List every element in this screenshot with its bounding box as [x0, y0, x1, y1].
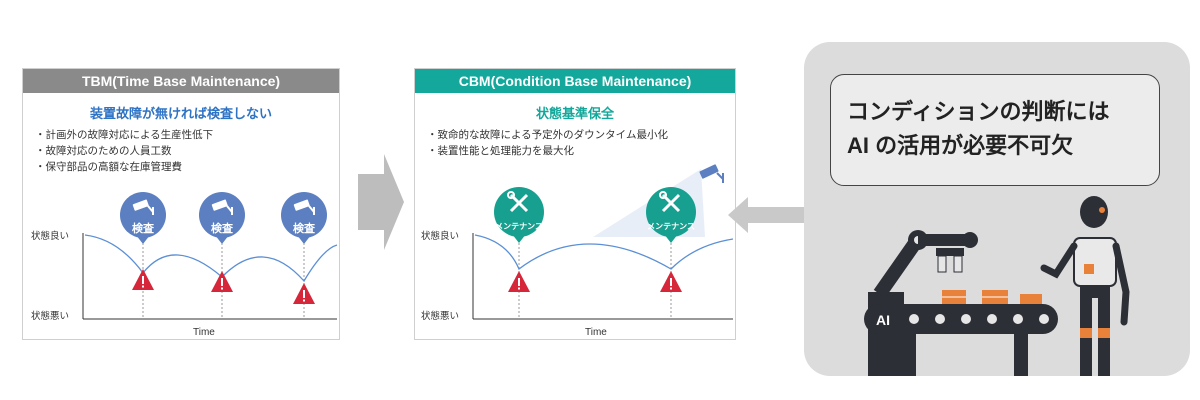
security-camera-icon: [293, 199, 315, 215]
inspection-badge: 検査: [199, 192, 245, 244]
cbm-header: CBM(Condition Base Maintenance): [415, 69, 735, 93]
inspection-badge: 検査: [281, 192, 327, 244]
tbm-panel: TBM(Time Base Maintenance) 装置故障が無ければ検査しな…: [22, 68, 340, 340]
warning-triangle-icon: [132, 269, 154, 290]
condition-curve: [84, 234, 338, 283]
y-label-bad: 状態悪い: [421, 310, 459, 322]
warning-triangle-icon: [508, 271, 530, 292]
warning-triangle-icon: [660, 271, 682, 292]
humanoid-robot-icon: [1040, 196, 1130, 376]
ai-panel: AI コンディションの判断には AI の活用が必要不可欠: [804, 42, 1190, 376]
y-label-good: 状態良い: [421, 230, 459, 242]
tbm-bullet-list: 計画外の故障対応による生産性低下 故障対応のための人員工数 保守部品の高額な在庫…: [35, 127, 214, 175]
security-camera-icon: [132, 199, 154, 215]
security-camera-icon: [699, 164, 724, 183]
cbm-chart: 状態良い 状態悪い Time メンテナンス メンテナンス: [421, 164, 734, 338]
tbm-bullet: 保守部品の高額な在庫管理費: [35, 159, 213, 175]
tbm-bullet: 故障対応のための人員工数: [35, 143, 213, 159]
inspection-badge: 検査: [120, 192, 166, 244]
ai-callout: コンディションの判断には AI の活用が必要不可欠: [830, 74, 1160, 186]
x-label: Time: [585, 327, 607, 338]
y-label-bad: 状態悪い: [31, 310, 69, 322]
badge-label: メンテナンス: [495, 222, 543, 231]
cbm-panel: CBM(Condition Base Maintenance) 状態基準保全 致…: [414, 68, 736, 340]
product-boxes: [942, 290, 1042, 304]
badge-label: 検査: [211, 221, 233, 235]
ai-factory-illustration: AI: [864, 196, 1130, 376]
tbm-subtitle: 装置故障が無ければ検査しない: [89, 107, 272, 122]
tbm-bullet: 計画外の故障対応による生産性低下: [35, 127, 214, 143]
badge-label: 検査: [132, 221, 154, 235]
wrench-screwdriver-icon: [659, 191, 681, 213]
conveyor-belt-icon: AI: [864, 304, 1058, 376]
transition-arrow-icon: [358, 154, 404, 250]
condition-curve: [474, 234, 734, 271]
wrench-screwdriver-icon: [507, 191, 529, 213]
maintenance-badge: メンテナンス: [646, 187, 696, 243]
badge-label: メンテナンス: [647, 222, 695, 231]
tbm-chart: 状態良い 状態悪い Time 検査 検査: [31, 192, 338, 338]
machine-ai-label: AI: [876, 312, 890, 328]
cbm-bullet: 致命的な故障による予定外のダウンタイム最小化: [427, 127, 668, 143]
security-camera-icon: [211, 199, 233, 215]
callout-line: AI の活用が必要不可欠: [847, 133, 1074, 158]
warning-triangle-icon: [293, 283, 315, 304]
callout-line: コンディションの判断には: [847, 99, 1110, 124]
cbm-bullet: 装置性能と処理能力を最大化: [427, 143, 668, 159]
y-label-good: 状態良い: [31, 230, 69, 242]
cbm-subtitle: 状態基準保全: [535, 107, 614, 122]
tbm-header: TBM(Time Base Maintenance): [23, 69, 339, 93]
back-arrow-icon: [728, 197, 806, 233]
cbm-bullet-list: 致命的な故障による予定外のダウンタイム最小化 装置性能と処理能力を最大化: [427, 127, 668, 159]
warning-triangle-icon: [211, 271, 233, 292]
maintenance-badge: メンテナンス: [494, 187, 544, 243]
x-label: Time: [193, 327, 215, 338]
badge-label: 検査: [293, 221, 315, 235]
